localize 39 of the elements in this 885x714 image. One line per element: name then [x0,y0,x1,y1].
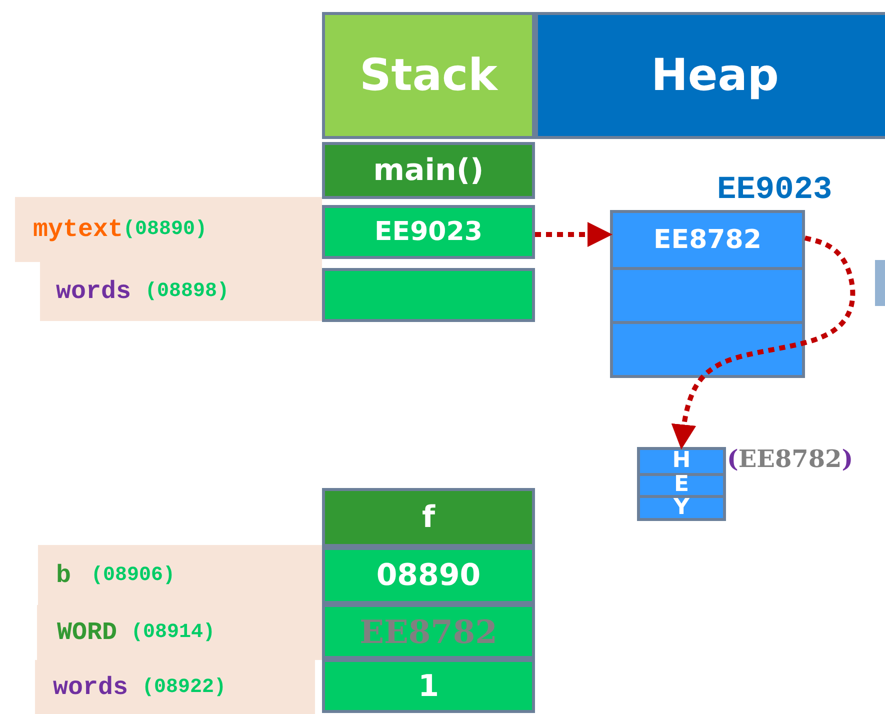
empty-stack-cell [322,268,535,322]
cell-value: 1 [418,668,439,704]
variable-address: (08914) [131,621,216,644]
header-text: Stack [360,50,498,101]
dotted-arrow [671,236,856,450]
variable-address: (08898) [145,280,230,303]
header-text: Heap [651,50,779,101]
section-header [322,12,535,139]
character: Y [674,497,690,520]
stack-cell [322,488,535,547]
cell-value: EE8782 [654,225,762,255]
stack-cell [322,604,535,659]
cell-value: 08890 [376,558,481,593]
object-address: (EE8782) [727,444,854,473]
cell-value: main() [373,153,484,188]
variable-name: words [53,672,128,702]
cell-value: f [422,500,436,535]
character: E [674,474,690,496]
variable-address: (08922) [142,676,226,698]
stack-cell [322,547,535,604]
stack-cell [322,142,535,199]
stack-cell [322,205,535,259]
variable-address: (08906) [91,564,176,586]
variable-name: mytext [33,215,124,244]
variable-name: b [56,560,72,590]
stack-cell [322,659,535,713]
variable-address: (08890) [123,218,208,241]
character: H [672,450,691,472]
section-header [535,12,885,139]
dotted-arrow [535,222,612,247]
variable-name: WORD [57,618,118,647]
cell-value: EE9023 [374,217,482,247]
variable-label [35,660,315,714]
object-address: EE9023 [717,171,832,208]
cell-value: EE8782 [360,612,498,650]
variable-label [15,197,322,262]
variable-name: words [56,277,132,306]
variable-label [40,262,322,321]
variable-label [38,545,322,605]
